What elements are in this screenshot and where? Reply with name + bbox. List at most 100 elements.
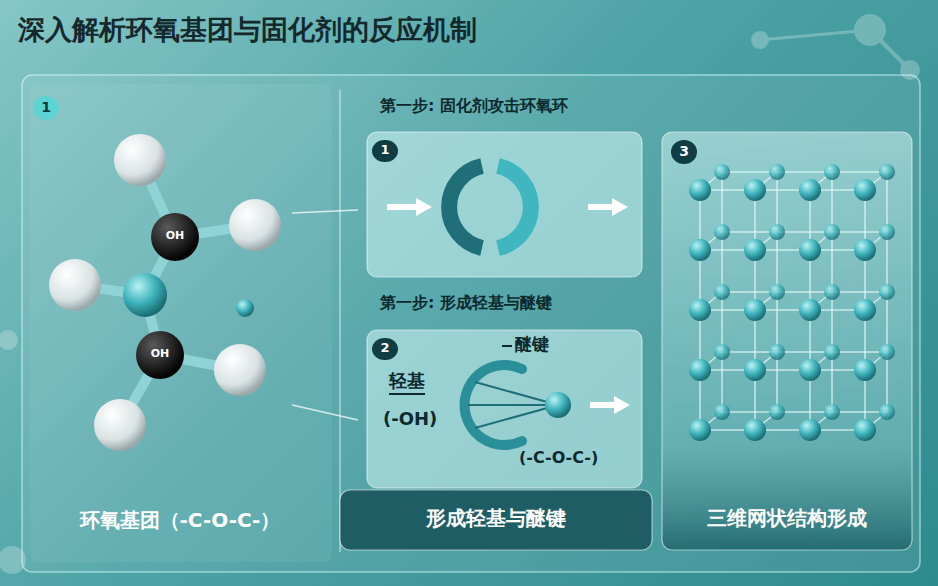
- step-box: 1第一步: 固化剂攻击环氧环: [367, 132, 642, 277]
- lattice-atom: [744, 359, 766, 381]
- lattice-atom: [714, 344, 730, 360]
- lattice-atom: [799, 239, 821, 261]
- lattice-atom: [689, 239, 711, 261]
- lattice-atom: [799, 359, 821, 381]
- lattice-bond: [886, 172, 888, 232]
- callout-number: 2: [372, 338, 397, 360]
- lattice-atom: [854, 299, 876, 321]
- lattice-bond: [776, 172, 778, 232]
- panel-shape: [340, 490, 652, 550]
- formula-text: (-OH): [383, 408, 437, 430]
- lattice-atom: [854, 179, 876, 201]
- node-text: 2: [372, 340, 397, 356]
- lattice-atom: [879, 224, 895, 240]
- lattice-atom: [744, 419, 766, 441]
- lattice-atom: [769, 224, 785, 240]
- lattice-bond: [777, 231, 832, 233]
- lattice-atom: [689, 419, 711, 441]
- lattice-atom: [879, 404, 895, 420]
- background-decor: [0, 14, 920, 574]
- lattice-bond: [721, 172, 723, 232]
- lattice-bond: [832, 411, 887, 413]
- lattice-bond: [776, 352, 778, 412]
- lattice-bond: [722, 411, 777, 413]
- node-text: 3: [671, 143, 697, 160]
- group-name: 醚键: [515, 334, 549, 354]
- lattice-bond: [721, 232, 723, 292]
- outer-panel: [22, 75, 920, 572]
- node-text: 形成轻基与醚键: [340, 506, 652, 530]
- panel-shape: [367, 330, 642, 488]
- lattice-bond: [832, 291, 887, 293]
- caption-band: 形成轻基与醚键: [340, 490, 652, 550]
- step-heading: 第一步: 形成轻基与醚键: [380, 293, 552, 312]
- lattice-bond: [831, 292, 833, 352]
- left-panel: [30, 84, 332, 562]
- lattice-bond: [722, 231, 777, 233]
- lattice-bond: [722, 351, 777, 353]
- node-text: OH: [136, 347, 184, 360]
- lattice-bond: [832, 171, 887, 173]
- oxygen-atom: OH: [151, 213, 199, 261]
- oxygen-atom: OH: [136, 331, 184, 379]
- lattice-bond: [721, 352, 723, 412]
- callout-number: 3: [671, 140, 697, 164]
- lattice-bond: [722, 171, 777, 173]
- ring-opening-art: [387, 166, 628, 248]
- lattice-atom: [824, 164, 840, 180]
- lattice-bond: [886, 232, 888, 292]
- network-lattice-art: [689, 164, 895, 441]
- lattice-bond: [831, 232, 833, 292]
- lattice-atom: [714, 224, 730, 240]
- lattice-atom: [854, 359, 876, 381]
- leader-lines: [292, 210, 358, 420]
- lattice-atom: [744, 179, 766, 201]
- lattice-atom: [714, 404, 730, 420]
- page-title: 深入解析环氧基团与固化剂的反应机制: [18, 14, 477, 46]
- panel-shape: [367, 132, 642, 277]
- lattice-bond: [831, 352, 833, 412]
- lattice-atom: [799, 419, 821, 441]
- group-name: 轻基: [389, 370, 425, 395]
- lattice-bond: [831, 172, 833, 232]
- lattice-atom: [879, 284, 895, 300]
- node-text: 1: [372, 142, 397, 158]
- epoxy-molecule: [49, 134, 281, 451]
- lattice-bond: [777, 291, 832, 293]
- lattice-atom: [769, 344, 785, 360]
- lattice-bond: [777, 351, 832, 353]
- node-text: OH: [151, 229, 199, 242]
- lattice-bond: [722, 291, 777, 293]
- lattice-bond: [777, 411, 832, 413]
- lattice-atom: [769, 284, 785, 300]
- lattice-atom: [824, 224, 840, 240]
- node-text: 1: [33, 99, 59, 116]
- step-box: 2第一步: 形成轻基与醚键轻基(-OH)醚键(-C-O-C-): [367, 330, 642, 488]
- lattice-atom: [799, 299, 821, 321]
- step-heading: 第一步: 固化剂攻击环氧环: [380, 96, 568, 115]
- lattice-atom: [824, 284, 840, 300]
- result-panel: 3 三维网状结构形成: [662, 132, 912, 550]
- lattice-bond: [886, 352, 888, 412]
- panel-shape: [662, 132, 912, 550]
- callout-number: 1: [372, 140, 397, 162]
- lattice-atom: [714, 284, 730, 300]
- callout-number: 1: [33, 96, 59, 120]
- divider-line: [339, 90, 341, 552]
- lattice-atom: [799, 179, 821, 201]
- lattice-atom: [824, 404, 840, 420]
- lattice-bond: [832, 351, 887, 353]
- node-text: 三维网状结构形成: [662, 506, 912, 530]
- lattice-atom: [854, 239, 876, 261]
- lattice-bond: [776, 232, 778, 292]
- lattice-atom: [769, 404, 785, 420]
- lattice-atom: [744, 299, 766, 321]
- component-label: 环氧基团（-C-O-C-）: [40, 508, 320, 532]
- lattice-bond: [886, 292, 888, 352]
- lattice-atom: [689, 179, 711, 201]
- lattice-atom: [879, 344, 895, 360]
- lattice-atom: [769, 164, 785, 180]
- lattice-atom: [689, 299, 711, 321]
- lattice-bond: [721, 292, 723, 352]
- lattice-bond: [776, 292, 778, 352]
